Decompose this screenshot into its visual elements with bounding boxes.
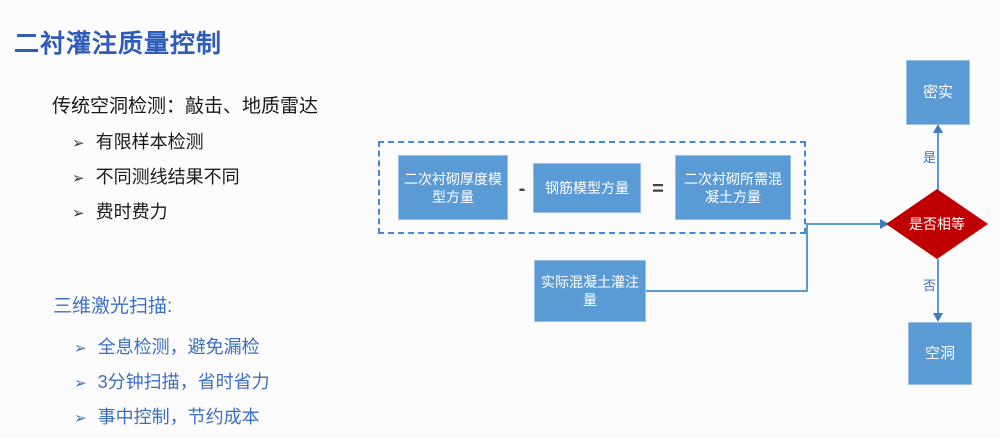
- connector-to-decision: [806, 223, 888, 225]
- box-rebar-model-volume: 钢筋模型方量: [533, 163, 641, 213]
- list-item-label: 事中控制，节约成本: [97, 407, 260, 427]
- arrow-bullet-icon: ➢: [74, 375, 87, 392]
- connector-actual-to-riser: [646, 290, 808, 292]
- list-item-label: 全息检测，避免漏检: [97, 337, 260, 357]
- list-item-label: 3分钟扫描，省时省力: [97, 372, 270, 392]
- list-item: ➢ 事中控制，节约成本: [74, 408, 260, 426]
- arrow-right-icon: [880, 219, 889, 229]
- arrow-bullet-icon: ➢: [72, 205, 85, 222]
- arrow-up-icon: [933, 124, 943, 133]
- connector-decision-to-void: [937, 259, 939, 317]
- list-item: ➢ 有限样本检测: [72, 133, 204, 151]
- connector-riser-vertical: [806, 223, 808, 292]
- list-item: ➢ 不同测线结果不同: [72, 168, 240, 186]
- box-required-concrete-volume: 二次衬砌所需混凝土方量: [675, 155, 791, 220]
- arrow-down-icon: [933, 313, 943, 322]
- arrow-bullet-icon: ➢: [72, 170, 85, 187]
- box-actual-concrete-volume: 实际混凝土灌注量: [534, 260, 646, 322]
- arrow-bullet-icon: ➢: [74, 340, 87, 357]
- list-item: ➢ 费时费力: [72, 203, 168, 221]
- connector-decision-to-dense: [937, 127, 939, 191]
- list-item: ➢ 全息检测，避免漏检: [74, 338, 260, 356]
- decision-label: 是否相等: [909, 216, 965, 232]
- edge-label-no: 否: [923, 278, 937, 293]
- edge-label-yes: 是: [923, 150, 937, 165]
- box-outcome-void: 空洞: [908, 322, 972, 385]
- box-lining-thickness-volume: 二次衬砌厚度模型方量: [398, 155, 508, 220]
- minus-operator: -: [518, 178, 526, 200]
- list-item-label: 费时费力: [95, 202, 168, 222]
- laser-scan-heading: 三维激光扫描:: [53, 296, 173, 317]
- equation-group-frame: [378, 141, 806, 234]
- arrow-bullet-icon: ➢: [72, 135, 85, 152]
- box-outcome-dense: 密实: [906, 60, 970, 125]
- traditional-detection-heading: 传统空洞检测：敲击、地质雷达: [52, 96, 319, 117]
- list-item-label: 有限样本检测: [95, 132, 204, 152]
- list-item-label: 不同测线结果不同: [95, 167, 240, 187]
- list-item: ➢ 3分钟扫描，省时省力: [74, 373, 270, 391]
- decision-diamond: 是否相等: [886, 189, 988, 259]
- page-title: 二衬灌注质量控制: [14, 30, 223, 58]
- arrow-bullet-icon: ➢: [74, 410, 87, 427]
- equals-operator: =: [652, 178, 664, 200]
